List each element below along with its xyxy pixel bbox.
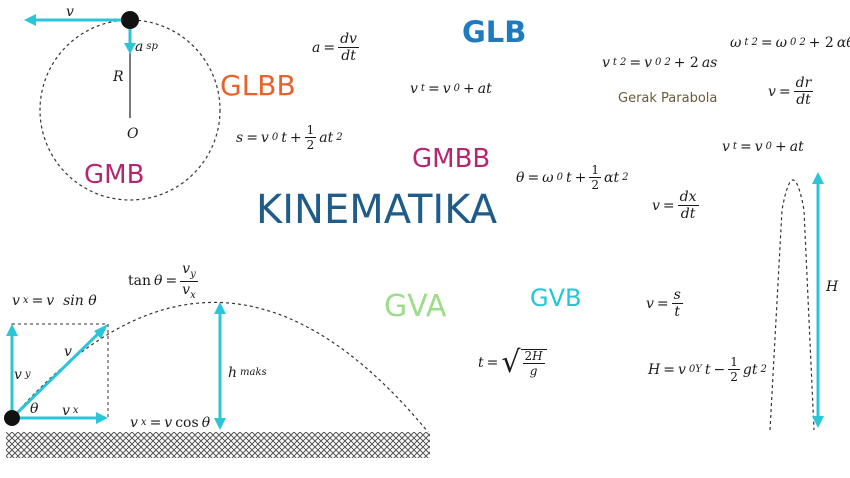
vx-arrowhead: [96, 412, 108, 424]
height-arrowhead-down: [812, 416, 824, 428]
circle-particle: [121, 11, 139, 29]
hmaks-arrowhead-up: [214, 302, 226, 314]
topic-gva: GVA: [384, 289, 447, 324]
topic-gmb: GMB: [84, 160, 145, 190]
v-arrowhead: [94, 324, 108, 339]
v-arrow: [10, 328, 104, 420]
eq-omega-t2: ωt2 = ω02 + 2αθ: [730, 35, 850, 51]
topic-glb: GLB: [462, 15, 527, 49]
topic-gvb: GVB: [530, 284, 582, 312]
topic-gerak-parabola: Gerak Parabola: [618, 91, 718, 106]
circle-o-label: O: [127, 126, 139, 142]
hmaks-arrowhead-down: [214, 418, 226, 430]
vy-arrowhead: [6, 324, 18, 336]
centripetal-arrowhead: [124, 43, 136, 54]
height-arrowhead-up: [812, 172, 824, 184]
ground: [6, 432, 430, 458]
topic-gmbb: GMBB: [412, 144, 491, 174]
velocity-arrowhead: [24, 14, 36, 26]
topic-glbb: GLBB: [220, 69, 296, 102]
circle-r-label: R: [113, 69, 124, 85]
circular-path: [39, 19, 221, 201]
vertical-motion-path: [769, 179, 815, 431]
vertical-h-label: H: [826, 279, 839, 295]
title-kinematika: KINEMATIKA: [256, 187, 498, 233]
circle-v-label: v: [66, 4, 74, 20]
projectile-particle: [4, 410, 20, 426]
proj-v-label: v: [64, 344, 72, 360]
proj-theta-label: θ: [30, 401, 39, 417]
